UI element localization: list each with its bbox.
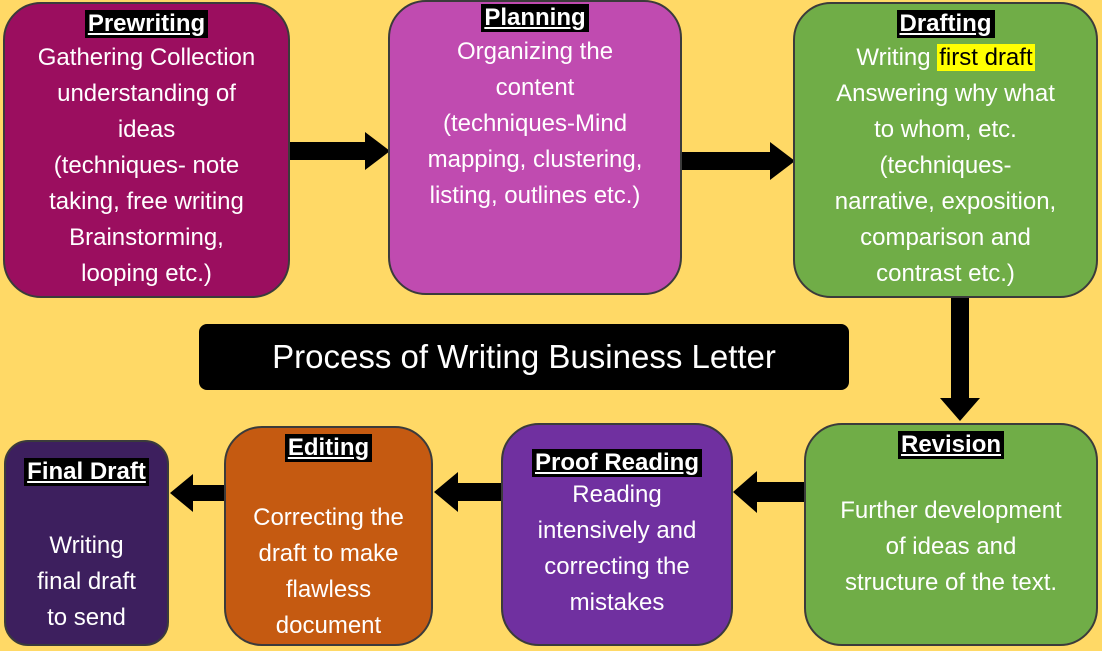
- step-title: Drafting: [896, 10, 995, 38]
- text-line: (techniques-Mind: [442, 110, 628, 137]
- step-description: Organizing the content (techniques-Mind …: [390, 32, 680, 214]
- text-line: Organizing the: [456, 38, 614, 65]
- highlighted-text: first draft: [937, 44, 1035, 71]
- text-line: narrative, exposition,: [834, 188, 1057, 215]
- text-line: intensively and: [537, 517, 697, 544]
- step-title: Planning: [481, 4, 589, 32]
- text-line: mapping, clustering,: [427, 146, 643, 173]
- step-revision: Revision Further development of ideas an…: [804, 423, 1098, 646]
- arrow-revision-to-proof: [733, 471, 804, 513]
- arrow-editing-to-final: [170, 474, 224, 512]
- step-description: Writing final draft to send: [6, 486, 167, 636]
- text-line: looping etc.): [81, 260, 212, 287]
- text-line: understanding of: [57, 80, 236, 107]
- text-line: to whom, etc.: [874, 116, 1017, 143]
- text-line: draft to make: [258, 540, 399, 567]
- arrow-prewriting-to-planning: [290, 132, 390, 170]
- step-description: Gathering Collection understanding of id…: [5, 38, 288, 292]
- step-title: Final Draft: [24, 458, 149, 486]
- text-line: Writing first draft: [803, 40, 1088, 76]
- text-line: ideas: [117, 116, 176, 143]
- step-prewriting: Prewriting Gathering Collection understa…: [3, 2, 290, 298]
- text-line: (techniques- note: [53, 152, 240, 179]
- step-description: Further development of ideas and structu…: [806, 459, 1096, 601]
- text-line: Writing: [49, 532, 124, 559]
- text-line: correcting the: [544, 553, 690, 580]
- text-line: to send: [47, 604, 126, 631]
- step-drafting: Drafting Writing first draft Answering w…: [793, 2, 1098, 298]
- text-line: Reading: [572, 481, 662, 508]
- text-line: content: [495, 74, 575, 101]
- text-line: Gathering Collection: [37, 44, 256, 71]
- step-editing: Editing Correcting the draft to make fla…: [224, 426, 433, 646]
- text-line: document: [275, 612, 382, 639]
- arrow-planning-to-drafting: [682, 142, 795, 180]
- text-line: flawless: [285, 576, 372, 603]
- text-line: Correcting the: [253, 504, 404, 531]
- step-description: Writing first draft Answering why what t…: [795, 38, 1096, 292]
- step-title: Editing: [284, 434, 373, 462]
- step-description: Reading intensively and correcting the m…: [503, 477, 731, 621]
- text-line: Further development: [840, 497, 1062, 524]
- text-line: taking, free writing: [49, 188, 244, 215]
- diagram-title: Process of Writing Business Letter: [199, 324, 849, 390]
- text-prefix: Writing: [856, 44, 938, 71]
- text-line: mistakes: [569, 589, 665, 616]
- step-title: Prewriting: [84, 10, 209, 38]
- text-line: final draft: [37, 568, 136, 595]
- text-line: Answering why what: [836, 80, 1055, 107]
- step-planning: Planning Organizing the content (techniq…: [388, 0, 682, 295]
- text-line: (techniques-: [879, 152, 1012, 179]
- text-line: comparison and: [860, 224, 1031, 251]
- text-line: of ideas and: [885, 533, 1017, 560]
- step-title: Proof Reading: [531, 449, 702, 477]
- arrow-proof-to-editing: [434, 472, 501, 512]
- text-line: Brainstorming,: [69, 224, 224, 251]
- step-final-draft: Final Draft Writing final draft to send: [4, 440, 169, 646]
- text-line: structure of the text.: [844, 569, 1058, 596]
- arrow-drafting-to-revision: [940, 298, 980, 421]
- step-proof-reading: Proof Reading Reading intensively and co…: [501, 423, 733, 646]
- text-line: contrast etc.): [876, 260, 1015, 287]
- step-description: Correcting the draft to make flawless do…: [226, 462, 431, 644]
- text-line: listing, outlines etc.): [429, 182, 641, 209]
- step-title: Revision: [897, 431, 1005, 459]
